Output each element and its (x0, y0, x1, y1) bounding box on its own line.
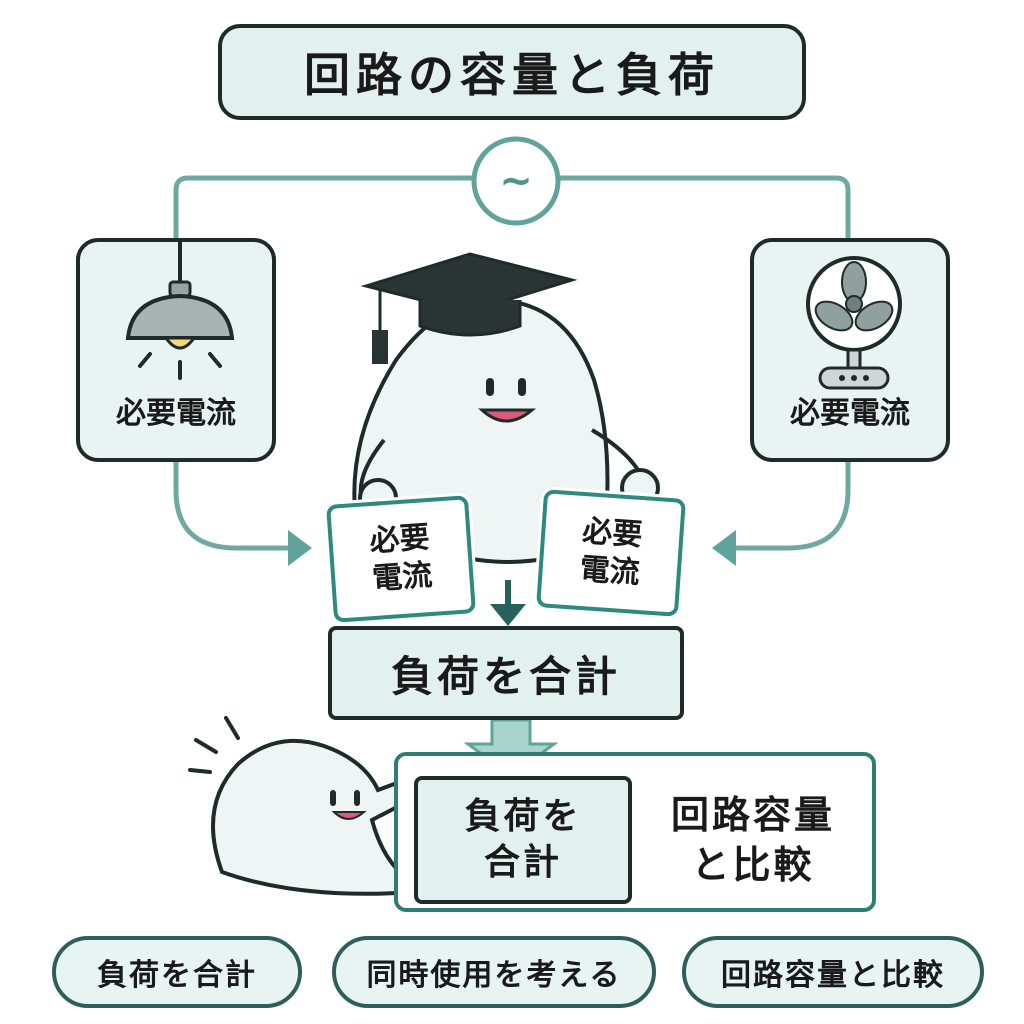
step-simultaneous-use: 同時使用を考える (332, 936, 656, 1008)
ac-source-icon: ~ (471, 136, 561, 226)
step-compare-capacity: 回路容量と比較 (682, 936, 984, 1008)
sum-load-box: 負荷を合計 (328, 626, 684, 720)
fan-icon (806, 256, 902, 390)
page-title: 回路の容量と負荷 (218, 24, 806, 120)
right-current-card: 必要 電流 (536, 489, 686, 617)
right-arrowhead-icon (712, 530, 736, 566)
fan-device-box: 必要電流 (750, 238, 950, 462)
pointing-character (188, 716, 427, 896)
left-current-card: 必要 電流 (326, 495, 476, 623)
comparison-capacity-text: 回路容量 と比較 (670, 793, 835, 887)
lamp-device-box: 必要電流 (76, 238, 276, 462)
lamp-icon (125, 242, 235, 380)
down-arrow-icon (490, 604, 526, 626)
lamp-required-current-label: 必要電流 (116, 396, 236, 431)
step-sum-load: 負荷を合計 (52, 936, 302, 1008)
left-flow-arrow (173, 462, 290, 551)
left-arrowhead-icon (288, 530, 312, 566)
ac-source-symbol: ~ (499, 158, 533, 204)
comparison-load-box: 負荷を 合計 (414, 776, 632, 904)
right-flow-arrow (734, 462, 851, 551)
fan-required-current-label: 必要電流 (790, 396, 910, 431)
graduation-cap-icon (360, 252, 578, 364)
